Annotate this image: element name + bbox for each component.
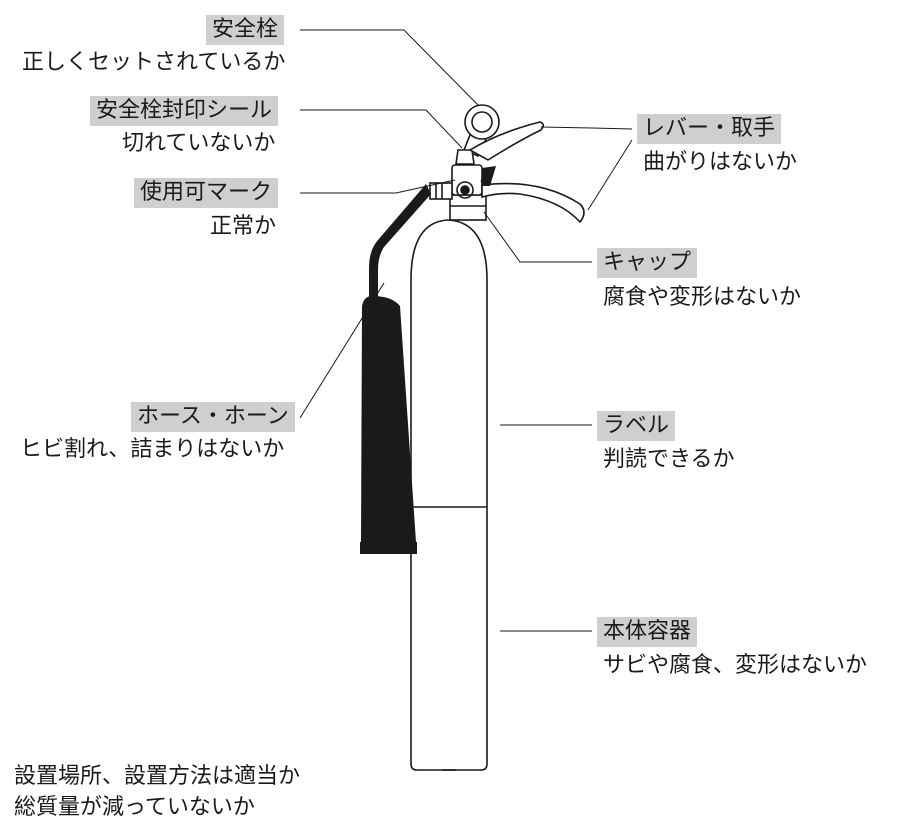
leader-hose [299, 282, 385, 419]
pin-seal-shape [455, 149, 475, 165]
pin-seal-desc: 切れていないか [122, 131, 276, 156]
horn-shape [361, 296, 416, 542]
cap-title: キャップ [597, 248, 698, 278]
hose-horn-desc: ヒビ割れ、詰まりはないか [20, 437, 285, 462]
note-placement: 設置場所、設置方法は適当か [14, 764, 301, 789]
body-container-desc: サビや腐食、変形はないか [603, 653, 868, 678]
usable-mark-gauge [456, 181, 474, 199]
hose-horn-title: ホース・ホーン [131, 402, 295, 432]
note-weight: 総質量が減っていないか [14, 795, 255, 820]
pin-seal-title: 安全栓封印シール [90, 96, 279, 126]
cap-desc: 腐食や変形はないか [603, 285, 802, 310]
handle-lower [481, 182, 585, 224]
lever-upper [468, 121, 545, 161]
safety-pin-title: 安全栓 [206, 15, 285, 45]
hose-shape [369, 184, 431, 300]
leader-safety-pin [300, 29, 480, 107]
leader-lever-lower [587, 139, 633, 211]
lever-handle-desc: 曲がりはないか [643, 150, 798, 175]
usable-mark-title: 使用可マーク [134, 178, 279, 208]
usable-mark-desc: 正常か [210, 214, 277, 239]
leader-lever-upper [540, 126, 633, 130]
body-container-title: 本体容器 [597, 617, 698, 647]
cap-shape [449, 194, 487, 221]
label-title: ラベル [597, 411, 676, 441]
leader-cap [483, 211, 592, 263]
lever-handle-title: レバー・取手 [637, 114, 782, 144]
cylinder-body [410, 219, 488, 771]
safety-pin-desc: 正しくセットされているか [22, 50, 286, 75]
leader-pin-seal [300, 109, 463, 149]
safety-pin-ring [464, 104, 500, 140]
label-desc: 判読できるか [603, 447, 735, 472]
leader-usable-mark [300, 179, 456, 194]
